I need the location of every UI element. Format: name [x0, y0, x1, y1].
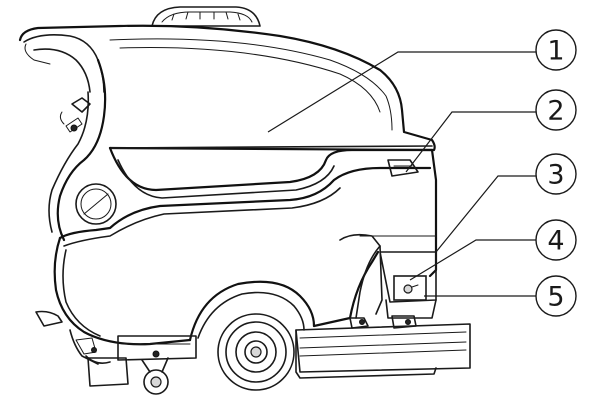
top-vent-cap	[151, 6, 261, 27]
leader-1	[267, 51, 536, 133]
callout-4-label: 4	[547, 226, 564, 257]
fill-cap	[75, 183, 117, 225]
callout-3-label: 3	[547, 160, 564, 191]
callout-1-label: 1	[547, 36, 564, 67]
scrub-deck	[295, 315, 471, 379]
recovery-tank-lid	[18, 24, 436, 152]
solution-tank-body	[58, 146, 438, 247]
leader-2	[405, 111, 536, 173]
callout-2-label: 2	[547, 96, 564, 127]
drive-wheel	[217, 313, 295, 391]
front-hood	[48, 58, 107, 242]
leader-lines	[267, 51, 536, 297]
front-bumper	[35, 310, 111, 365]
side-control-panel	[379, 251, 437, 319]
caster-wheel	[87, 335, 197, 395]
callout-2: 2	[535, 89, 577, 131]
callout-5-label: 5	[547, 282, 564, 313]
callout-1: 1	[535, 29, 577, 71]
leader-4	[409, 239, 536, 281]
leader-3	[435, 175, 536, 253]
callout-4: 4	[535, 219, 577, 261]
callout-5: 5	[535, 275, 577, 317]
callout-3: 3	[535, 153, 577, 195]
